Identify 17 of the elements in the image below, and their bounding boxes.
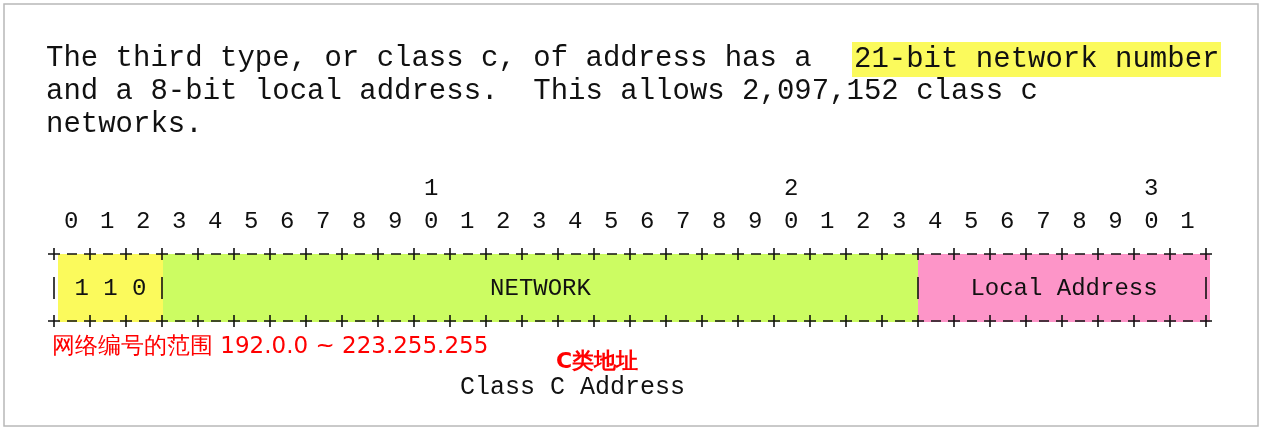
field-label: Local Address bbox=[970, 274, 1158, 302]
bit-tens-number: 1 bbox=[424, 177, 439, 201]
field-label: 1 1 0 bbox=[74, 274, 147, 302]
bit-tens-number: 3 bbox=[1144, 177, 1159, 201]
description-text: networks. bbox=[46, 110, 203, 139]
description-text: and a 8-bit local address. This allows 2,097,152 class c bbox=[46, 77, 1038, 106]
bit-tens-number: 2 bbox=[784, 177, 799, 201]
annotation-text: C类地址 bbox=[556, 350, 639, 372]
field-label: NETWORK bbox=[490, 274, 591, 302]
annotation-text: 网络编号的范围 192.0.0 ~ 223.255.255 bbox=[52, 334, 489, 357]
network-field bbox=[163, 254, 918, 322]
local-address-field bbox=[918, 254, 1210, 322]
bit-position-numbers: 0 1 2 3 4 5 6 7 8 9 0 1 2 3 4 5 6 7 8 9 0 1 2 3 4 5 6 7 8 9 0 1 bbox=[64, 210, 1199, 234]
flag-bits-field bbox=[58, 254, 163, 322]
highlighted-text: 21-bit network number bbox=[852, 42, 1222, 77]
diagram-caption: Class C Address bbox=[460, 375, 686, 400]
description-text: The third type, or class c, of address has a bbox=[46, 44, 812, 73]
